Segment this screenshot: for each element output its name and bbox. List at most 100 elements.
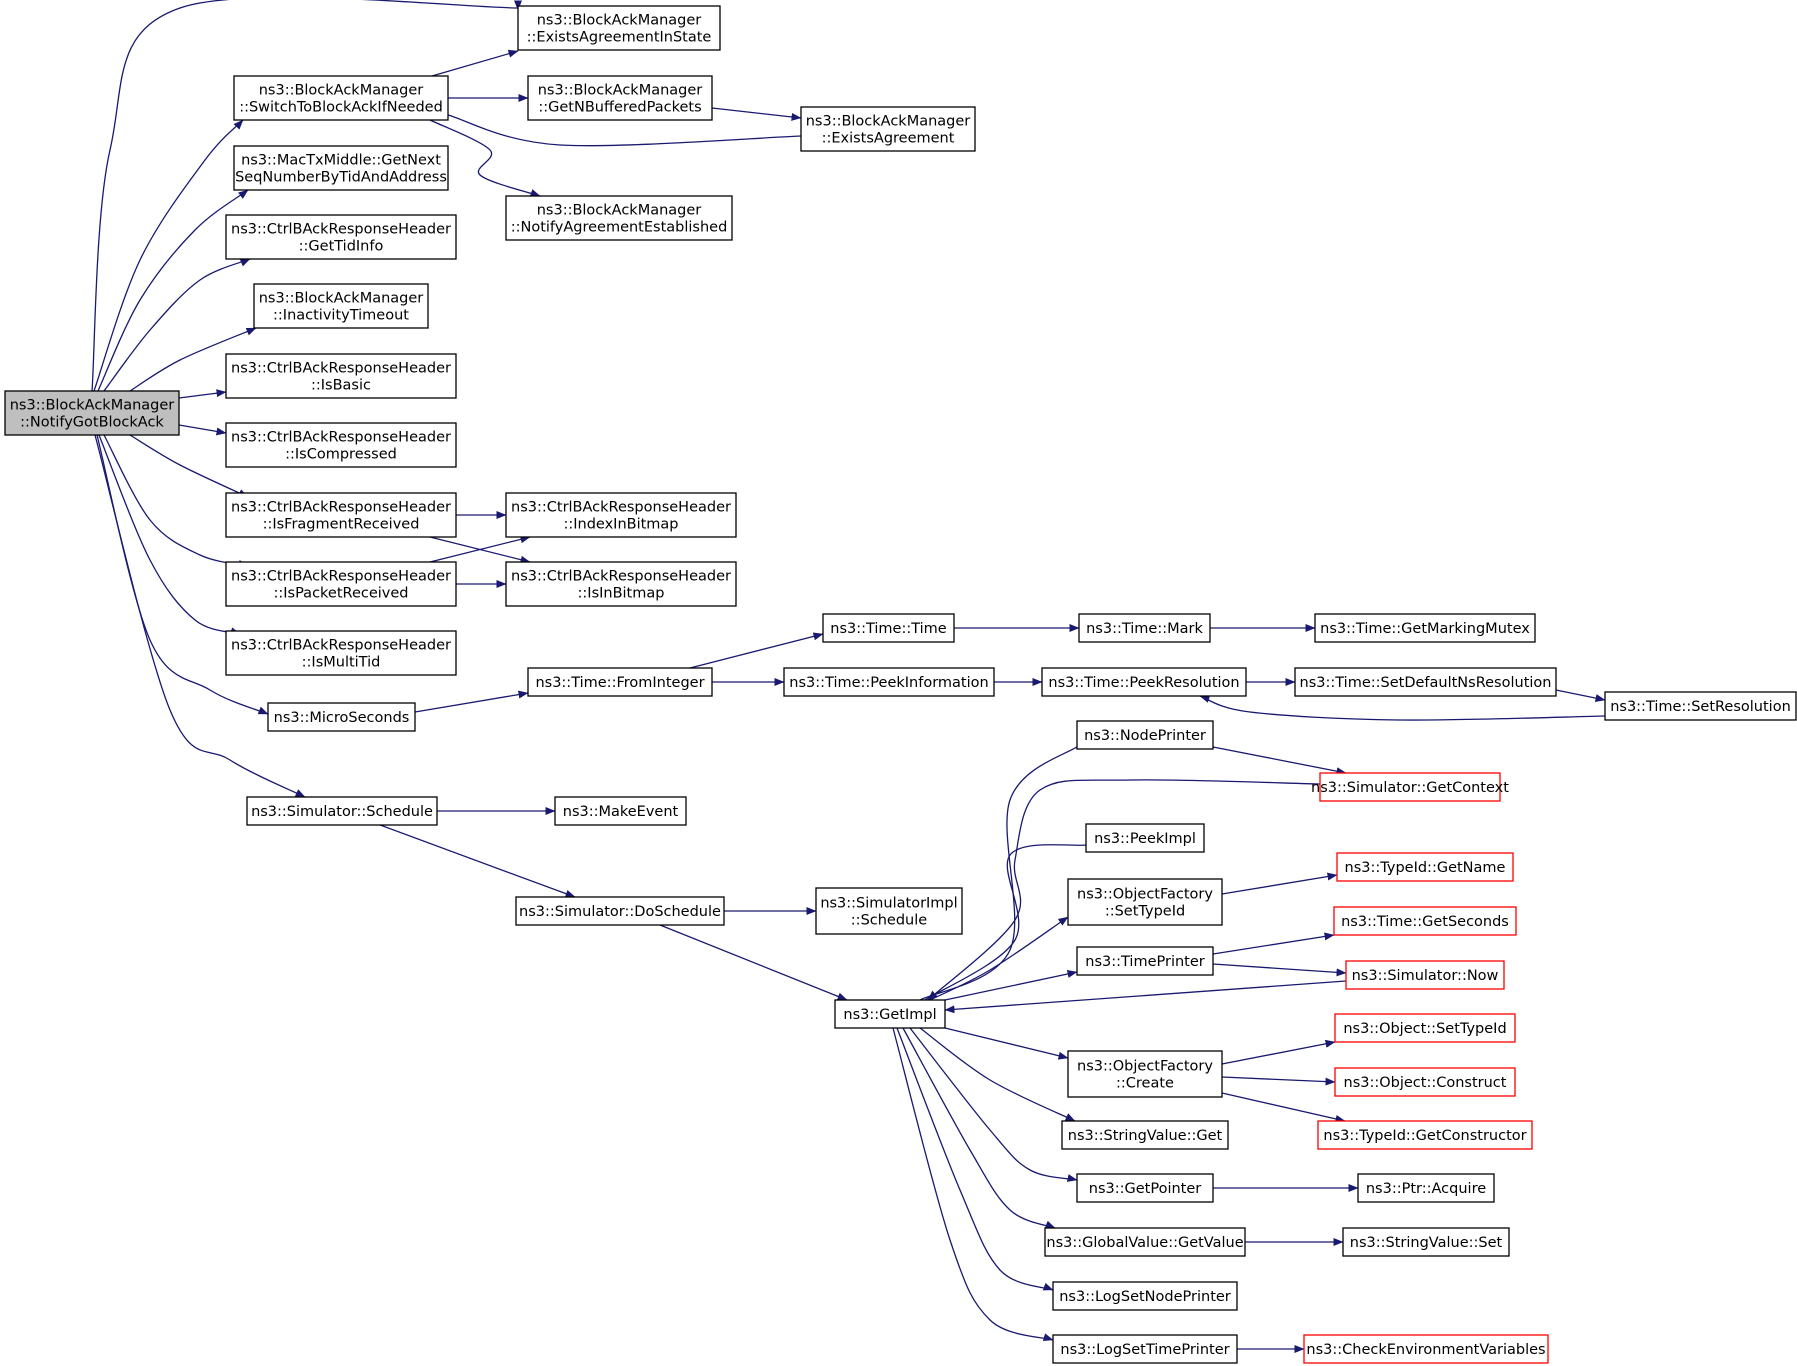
graph-node-simNow[interactable]: ns3::Simulator::Now xyxy=(1345,960,1505,990)
graph-node-timePrinter[interactable]: ns3::TimePrinter xyxy=(1076,946,1214,976)
call-edge-getNBuffered-to-existsAgreement xyxy=(711,107,802,121)
call-edge-getImpl-to-stringValueGet xyxy=(919,1027,1076,1122)
node-label: ::NotifyGotBlockAck xyxy=(20,415,164,431)
graph-node-getConstructor[interactable]: ns3::TypeId::GetConstructor xyxy=(1317,1120,1533,1150)
node-box xyxy=(1319,772,1501,802)
graph-node-timeGetSeconds[interactable]: ns3::Time::GetSeconds xyxy=(1333,906,1517,936)
node-box xyxy=(1061,1120,1229,1150)
graph-node-getNBuffered[interactable]: ns3::BlockAckManager::GetNBufferedPacket… xyxy=(527,75,713,121)
node-label: ns3::StringValue::Set xyxy=(1350,1235,1503,1251)
node-box xyxy=(815,887,963,935)
node-box xyxy=(1294,667,1557,697)
graph-node-peekInformation[interactable]: ns3::Time::PeekInformation xyxy=(783,667,995,697)
call-edge-getImpl-to-getPointer xyxy=(909,1027,1078,1182)
node-box xyxy=(515,896,725,926)
call-edge-nodePrinter-to-getContext xyxy=(1212,746,1347,776)
graph-node-setTypeIdFactory[interactable]: ns3::ObjectFactory::SetTypeId xyxy=(1067,878,1223,926)
node-box xyxy=(527,667,713,697)
graph-node-doSchedule[interactable]: ns3::Simulator::DoSchedule xyxy=(515,896,725,926)
node-label: ns3::Time::Mark xyxy=(1086,621,1203,637)
node-box xyxy=(800,106,976,152)
graph-node-getContext[interactable]: ns3::Simulator::GetContext xyxy=(1311,772,1509,802)
graph-node-makeEvent[interactable]: ns3::MakeEvent xyxy=(554,796,687,826)
graph-node-isPacket[interactable]: ns3::CtrlBAckResponseHeader::IsPacketRec… xyxy=(225,561,457,607)
node-box xyxy=(1052,1334,1238,1364)
node-label: ns3::Time::GetSeconds xyxy=(1341,914,1509,930)
graph-node-nodePrinter[interactable]: ns3::NodePrinter xyxy=(1076,720,1214,750)
call-edge-root-to-isMultiTid xyxy=(98,434,241,636)
node-label: ns3::GetPointer xyxy=(1089,1181,1202,1197)
call-edge-root-to-getNextSeq xyxy=(97,189,249,392)
graph-node-isBasic[interactable]: ns3::CtrlBAckResponseHeader::IsBasic xyxy=(225,353,457,399)
graph-node-fromInteger[interactable]: ns3::Time::FromInteger xyxy=(527,667,713,697)
graph-node-logSetTime[interactable]: ns3::LogSetTimePrinter xyxy=(1052,1334,1238,1364)
node-label: ::ExistsAgreement xyxy=(822,131,955,147)
graph-node-notifyEstablished[interactable]: ns3::BlockAckManager::NotifyAgreementEst… xyxy=(505,195,733,241)
node-box xyxy=(1303,1334,1549,1364)
node-label: ::GetTidInfo xyxy=(299,239,384,255)
graph-node-isCompressed[interactable]: ns3::CtrlBAckResponseHeader::IsCompresse… xyxy=(225,422,457,468)
node-box xyxy=(225,561,457,607)
graph-node-getNextSeq[interactable]: ns3::MacTxMiddle::GetNextSeqNumberByTidA… xyxy=(233,145,449,191)
graph-node-timeMark[interactable]: ns3::Time::Mark xyxy=(1078,613,1211,643)
call-edge-getImpl-to-globalGetValue xyxy=(902,1027,1056,1229)
graph-node-getPointer[interactable]: ns3::GetPointer xyxy=(1076,1173,1214,1203)
node-box xyxy=(225,214,457,260)
node-label: ::Schedule xyxy=(851,913,927,929)
graph-node-isMultiTid[interactable]: ns3::CtrlBAckResponseHeader::IsMultiTid xyxy=(225,630,457,676)
graph-node-microSeconds[interactable]: ns3::MicroSeconds xyxy=(267,702,416,732)
graph-node-objConstruct[interactable]: ns3::Object::Construct xyxy=(1334,1067,1516,1097)
graph-node-peekResolution[interactable]: ns3::Time::PeekResolution xyxy=(1041,667,1247,697)
graph-node-getMarkingMutex[interactable]: ns3::Time::GetMarkingMutex xyxy=(1314,613,1536,643)
graph-node-checkEnv[interactable]: ns3::CheckEnvironmentVariables xyxy=(1303,1334,1549,1364)
node-box xyxy=(783,667,995,697)
node-box xyxy=(1044,1227,1246,1257)
node-label: ns3::Time::PeekResolution xyxy=(1048,675,1239,691)
graph-node-stringValueGet[interactable]: ns3::StringValue::Get xyxy=(1061,1120,1229,1150)
graph-node-ptrAcquire[interactable]: ns3::Ptr::Acquire xyxy=(1357,1173,1495,1203)
node-label: ns3::StringValue::Get xyxy=(1068,1128,1223,1144)
node-label: ns3::CheckEnvironmentVariables xyxy=(1306,1342,1545,1358)
node-label: ns3::BlockAckManager xyxy=(538,83,703,99)
graph-node-getTidInfo[interactable]: ns3::CtrlBAckResponseHeader::GetTidInfo xyxy=(225,214,457,260)
graph-node-logSetNode[interactable]: ns3::LogSetNodePrinter xyxy=(1052,1281,1238,1311)
graph-node-timeTime[interactable]: ns3::Time::Time xyxy=(822,613,955,643)
graph-node-implSchedule[interactable]: ns3::SimulatorImpl::Schedule xyxy=(815,887,963,935)
node-label: ns3::BlockAckManager xyxy=(10,398,175,414)
call-edge-root-to-getTidInfo xyxy=(103,258,251,392)
call-edge-isPacket-to-indexInBitmap xyxy=(429,535,531,563)
graph-node-getImpl[interactable]: ns3::GetImpl xyxy=(834,999,946,1029)
graph-node-factoryCreate[interactable]: ns3::ObjectFactory::Create xyxy=(1067,1050,1223,1098)
graph-node-peekImpl[interactable]: ns3::PeekImpl xyxy=(1085,823,1205,853)
graph-node-globalGetValue[interactable]: ns3::GlobalValue::GetValue xyxy=(1044,1227,1246,1257)
call-edge-simSchedule-to-doSchedule xyxy=(379,824,576,898)
graph-node-setDefaultNs[interactable]: ns3::Time::SetDefaultNsResolution xyxy=(1294,667,1557,697)
call-edge-root-to-isPacket xyxy=(103,434,249,568)
graph-node-inactivity[interactable]: ns3::BlockAckManager::InactivityTimeout xyxy=(253,283,429,329)
graph-node-typeIdGetName[interactable]: ns3::TypeId::GetName xyxy=(1336,852,1514,882)
call-edge-getImpl-to-setTypeIdFactory xyxy=(929,916,1069,1001)
graph-node-existsInState[interactable]: ns3::BlockAckManager::ExistsAgreementInS… xyxy=(517,5,721,51)
node-label: ns3::TypeId::GetName xyxy=(1345,860,1506,876)
graph-node-simSchedule[interactable]: ns3::Simulator::Schedule xyxy=(246,796,438,826)
node-box xyxy=(253,283,429,329)
call-edge-getImpl-to-timePrinter xyxy=(944,970,1078,1001)
node-box xyxy=(1334,1013,1516,1043)
node-label: ns3::PeekImpl xyxy=(1094,831,1196,847)
call-edge-getImpl-to-nodePrinter xyxy=(919,735,1090,1001)
graph-node-isInBitmap[interactable]: ns3::CtrlBAckResponseHeader::IsInBitmap xyxy=(505,561,737,607)
graph-node-objSetTypeId[interactable]: ns3::Object::SetTypeId xyxy=(1334,1013,1516,1043)
graph-node-isFragment[interactable]: ns3::CtrlBAckResponseHeader::IsFragmentR… xyxy=(225,492,457,538)
graph-node-setResolution[interactable]: ns3::Time::SetResolution xyxy=(1604,691,1797,721)
graph-node-stringValueSet[interactable]: ns3::StringValue::Set xyxy=(1342,1227,1510,1257)
graph-node-indexInBitmap[interactable]: ns3::CtrlBAckResponseHeader::IndexInBitm… xyxy=(505,492,737,538)
graph-node-switchTo[interactable]: ns3::BlockAckManager::SwitchToBlockAckIf… xyxy=(233,75,449,121)
node-label: ns3::Time::SetDefaultNsResolution xyxy=(1300,675,1552,691)
node-label: ns3::TimePrinter xyxy=(1085,954,1205,970)
graph-node-existsAgreement[interactable]: ns3::BlockAckManager::ExistsAgreement xyxy=(800,106,976,152)
node-label: ns3::Time::Time xyxy=(830,621,947,637)
node-label: ns3::Simulator::DoSchedule xyxy=(519,904,721,920)
node-label: ns3::BlockAckManager xyxy=(259,291,424,307)
node-label: ns3::BlockAckManager xyxy=(537,13,702,29)
node-box xyxy=(1317,1120,1533,1150)
